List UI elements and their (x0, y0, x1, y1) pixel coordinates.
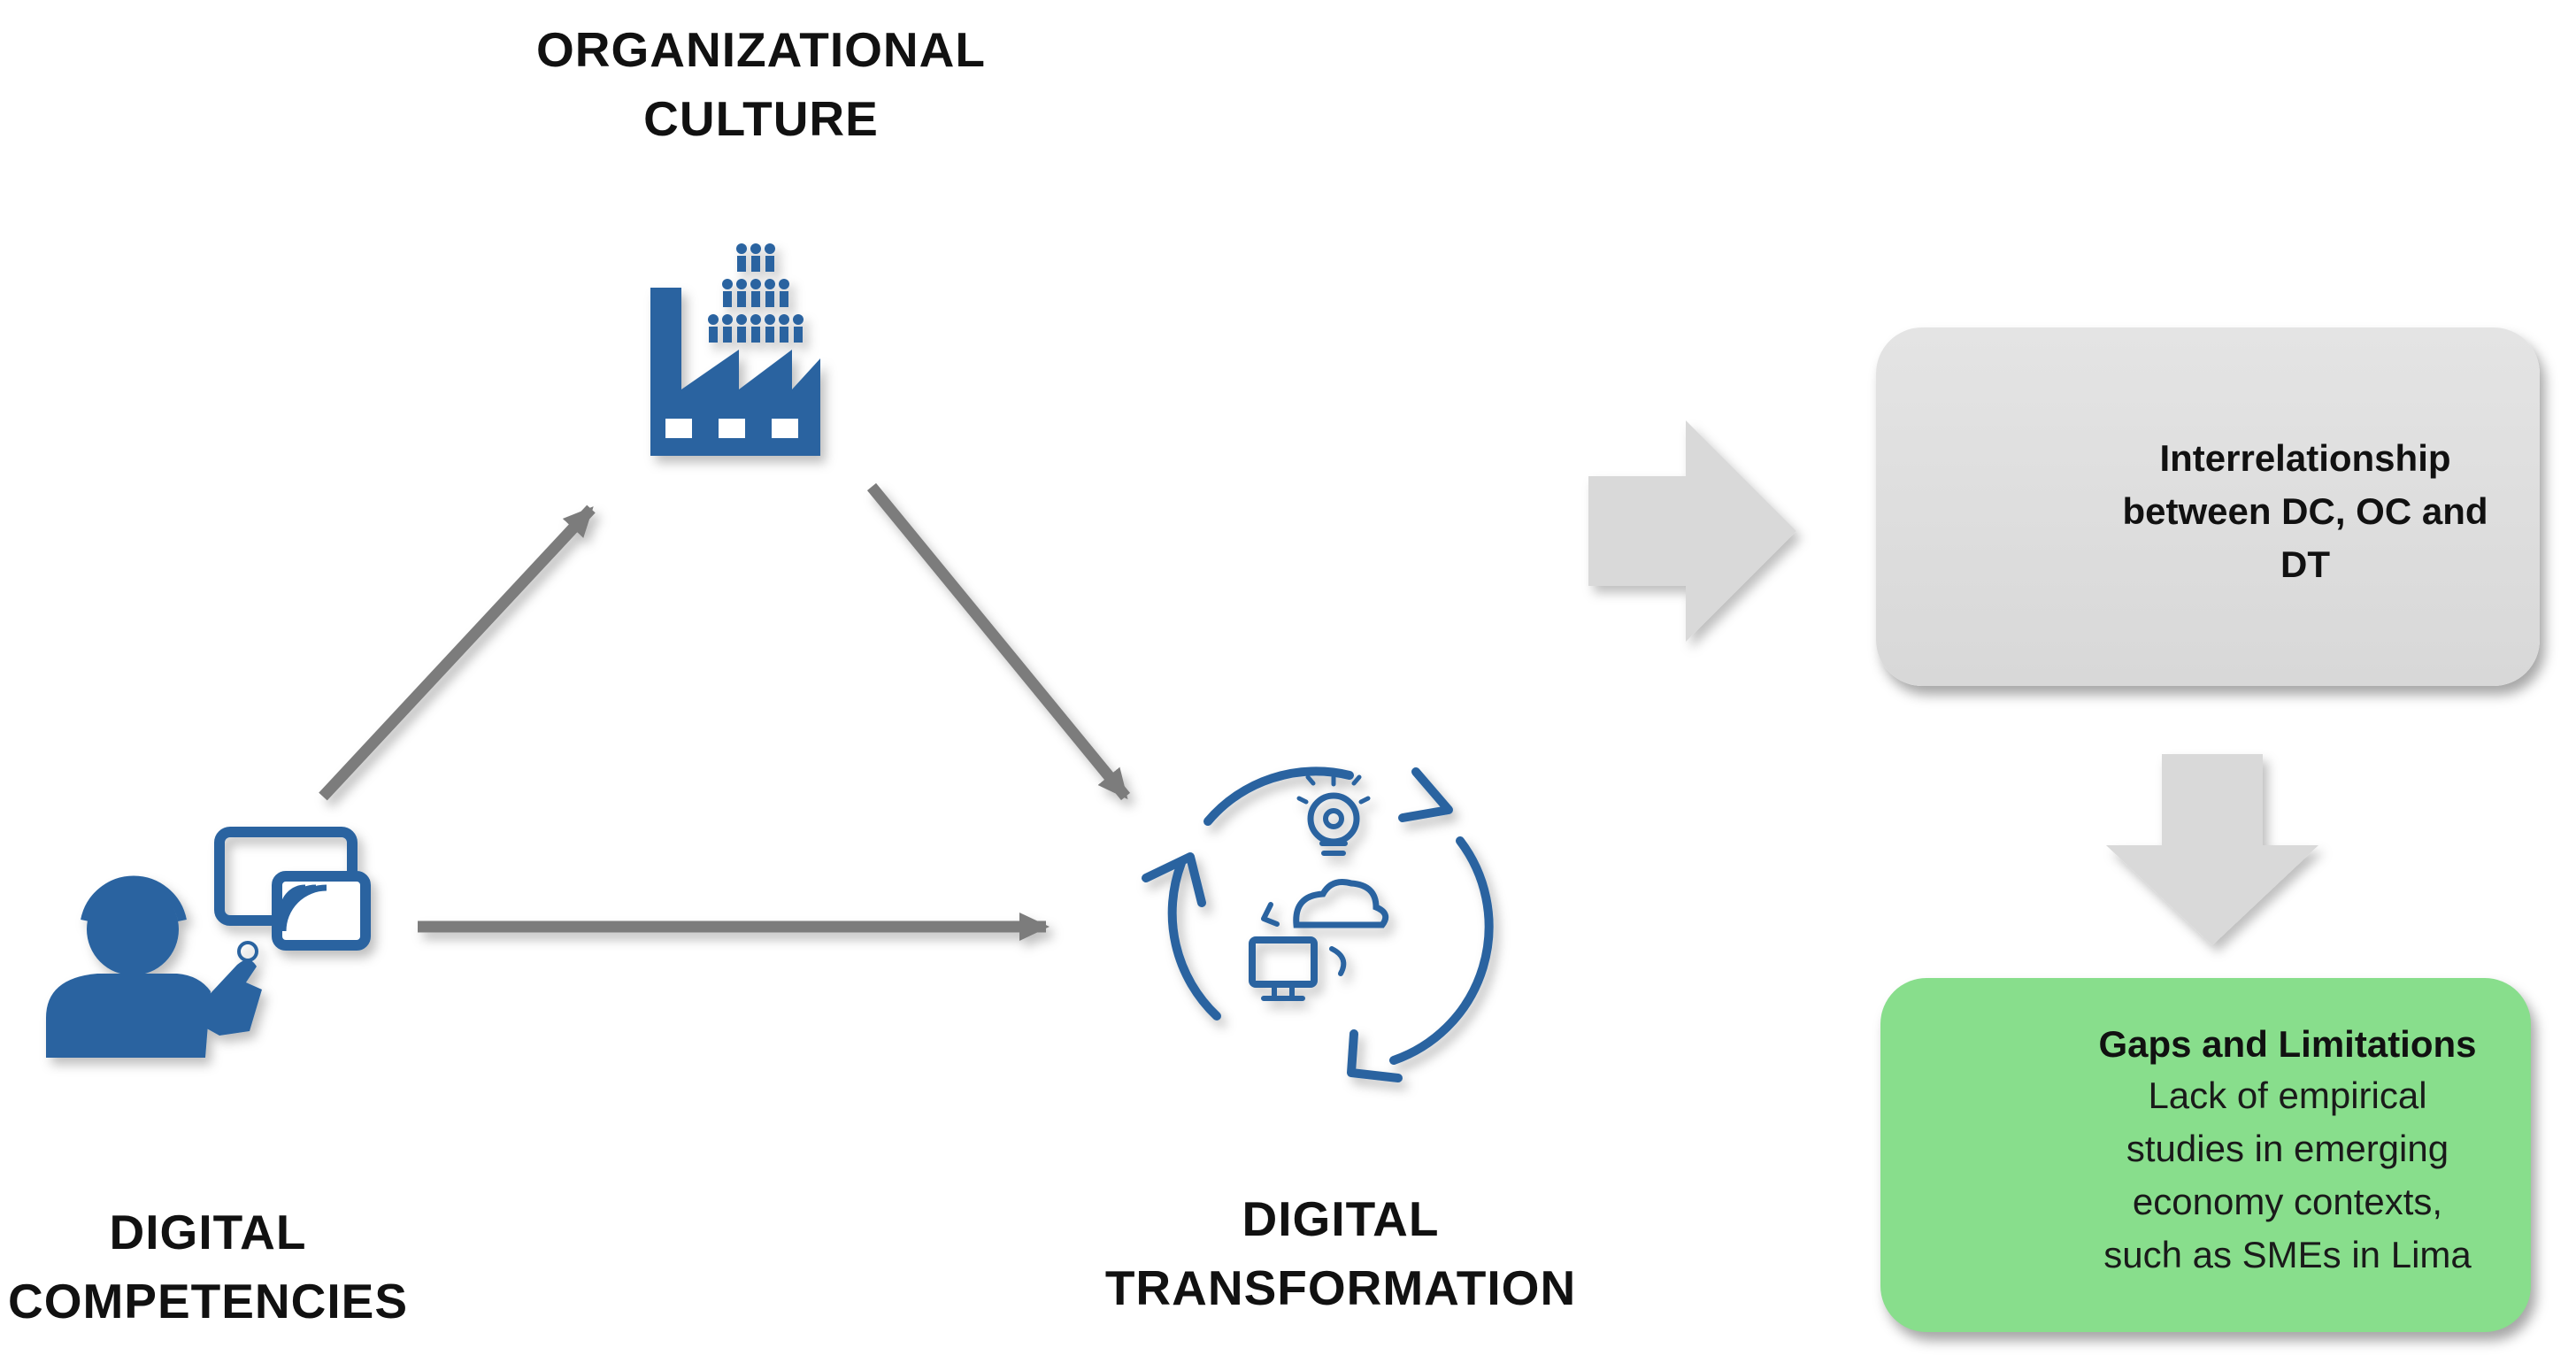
digital-transformation-label: DIGITAL TRANSFORMATION (1075, 1184, 1606, 1322)
digital-competencies-label-line-2: COMPETENCIES (7, 1274, 409, 1329)
gaps-limitations-box (1880, 978, 2531, 1332)
flow-arrow-right (1588, 420, 1796, 642)
digital-competencies-label-line-1: DIGITAL (109, 1205, 307, 1259)
factory-people-icon (650, 243, 820, 456)
digital-transformation-label-line-2: TRANSFORMATION (1104, 1260, 1577, 1315)
interrelationship-text-line-1: Interrelationship (2159, 437, 2451, 479)
cycle-cloud-computer-icon (1142, 766, 1494, 1082)
triangle-arrows (319, 482, 1131, 941)
digital-transformation-label-line-1: DIGITAL (1242, 1191, 1440, 1246)
interrelationship-text-line-2: between DC, OC and (2122, 490, 2488, 532)
gaps-body-line-4: such as SMEs in Lima (2103, 1234, 2472, 1275)
organizational-culture-label-line-1: ORGANIZATIONAL (536, 22, 986, 77)
person-touchscreen-icon (46, 827, 371, 1058)
organizational-culture-label: ORGANIZATIONAL CULTURE (496, 15, 1027, 153)
interrelationship-text: Interrelationship between DC, OC and DT (2111, 432, 2500, 591)
arrow-dc-to-oc (319, 504, 596, 801)
gaps-body-line-2: studies in emerging (2126, 1128, 2449, 1169)
gaps-limitations-title: Gaps and Limitations (2098, 1023, 2477, 1065)
interrelationship-box (1876, 327, 2540, 686)
gaps-body-line-1: Lack of empirical (2148, 1074, 2427, 1116)
arrow-oc-to-dt (866, 482, 1131, 801)
gaps-limitations-body: Lack of empirical studies in emerging ec… (2066, 1069, 2509, 1282)
gaps-body-line-3: economy contexts, (2132, 1181, 2443, 1222)
digital-competencies-label: DIGITAL COMPETENCIES (0, 1198, 416, 1336)
flow-arrow-down (2106, 754, 2318, 945)
interrelationship-text-line-3: DT (2280, 543, 2330, 585)
organizational-culture-label-line-2: CULTURE (643, 91, 879, 146)
